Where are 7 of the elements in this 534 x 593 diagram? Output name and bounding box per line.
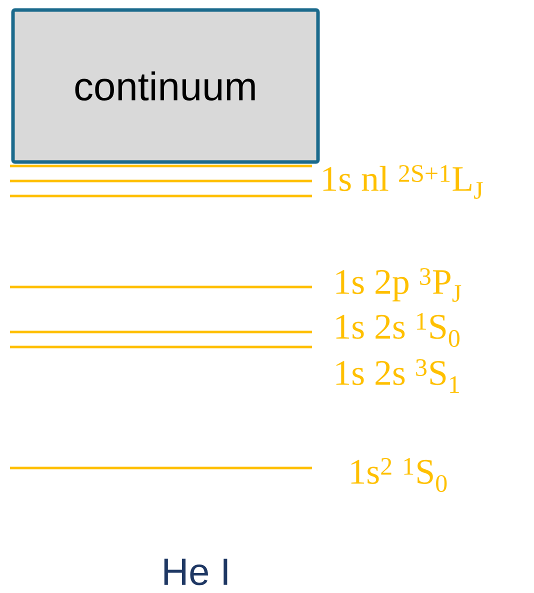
continuum-box: continuum	[11, 8, 320, 164]
level-label: 1s 2p $^{3}$P$_{J}$	[336, 268, 462, 302]
level-label: 1s 2s $^{1}$S$_{0}$	[336, 313, 460, 347]
level-label: 1s 2s $^{3}$S$_{1}$	[336, 359, 459, 393]
caption: He I	[164, 558, 228, 586]
level-label: 1s nl $^{2S+1}$L$_{J}$	[323, 165, 483, 199]
level-label: 1s$^{2 1}$S$_{0}$	[351, 458, 447, 492]
